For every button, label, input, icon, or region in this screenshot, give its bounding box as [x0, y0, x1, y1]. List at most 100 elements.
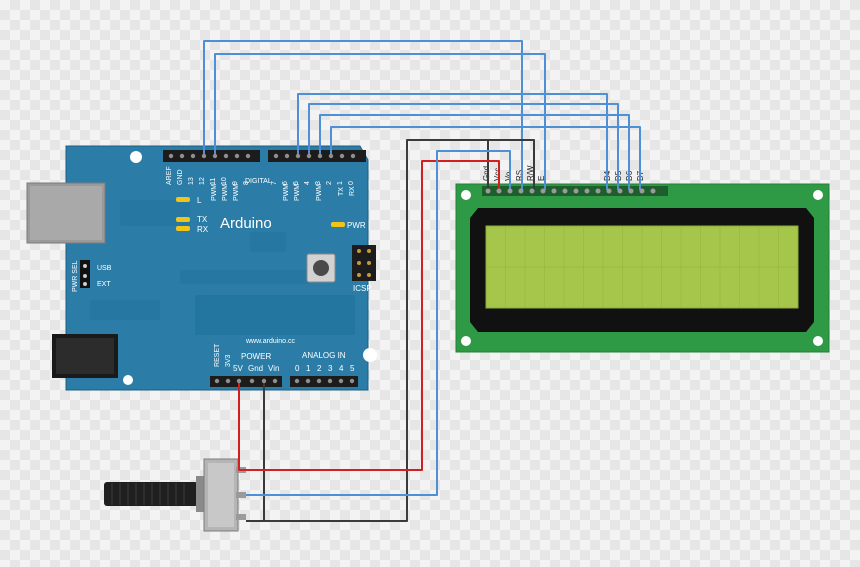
lcd-module: Gnd Vcc Vo RS R/W E D4 D5 D6 D7: [455, 165, 830, 353]
analog-pin-3: 3: [328, 364, 333, 373]
pin-9[interactable]: [234, 153, 240, 159]
pin-4[interactable]: [306, 153, 312, 159]
power-header-title: POWER: [241, 352, 271, 361]
pin-3[interactable]: [317, 153, 323, 159]
pin-a4[interactable]: [338, 378, 344, 384]
lcd-pin-2[interactable]: [496, 188, 502, 194]
analog-pin-0: 0: [295, 364, 300, 373]
icsp-pin: [367, 261, 371, 265]
pin-10[interactable]: [223, 153, 229, 159]
pin-label-13: 13: [188, 177, 195, 185]
wire-5v-lcd: [246, 160, 500, 471]
jumper-pin: [83, 264, 87, 268]
lcd-pin-vcc: Vcc: [493, 168, 502, 181]
lcd-pin-6[interactable]: [540, 188, 546, 194]
board-trace: [250, 232, 286, 252]
wire-d4-to-d5: [308, 103, 619, 190]
pin-gnd-2[interactable]: [261, 378, 267, 384]
lcd-pin-10[interactable]: [584, 188, 590, 194]
pin-label-12: 12: [199, 177, 206, 185]
pin-gnd[interactable]: [179, 153, 185, 159]
icsp-pin: [367, 273, 371, 277]
lcd-pin-13[interactable]: [617, 188, 623, 194]
board-trace: [90, 300, 160, 320]
reset-button-cap[interactable]: [313, 260, 329, 276]
pin-2[interactable]: [328, 153, 334, 159]
pin-a2[interactable]: [316, 378, 322, 384]
pin-5[interactable]: [295, 153, 301, 159]
pin-a0[interactable]: [294, 378, 300, 384]
power-pin-5v: 5V: [233, 364, 243, 373]
led-rx-label: RX: [197, 225, 209, 234]
power-select-ext: EXT: [97, 281, 111, 288]
lcd-pin-rw: R/W: [526, 165, 535, 181]
pin-label-0: 0: [348, 181, 355, 185]
pin-11[interactable]: [212, 153, 218, 159]
lcd-pin-4[interactable]: [518, 188, 524, 194]
pin-6[interactable]: [284, 153, 290, 159]
pin-aref[interactable]: [168, 153, 174, 159]
pwm-label-10: PWM: [222, 184, 229, 201]
lcd-pin-e: E: [537, 176, 546, 181]
wire-gnd-lcd: [246, 139, 489, 522]
led-pwr-icon: [331, 222, 345, 227]
arduino-url: www.arduino.cc: [245, 338, 296, 345]
pin-1[interactable]: [339, 153, 345, 159]
power-pin-reset: RESET: [214, 343, 221, 367]
power-select-title: PWR SEL: [72, 260, 79, 292]
pin-vin[interactable]: [272, 378, 278, 384]
icsp-pin: [357, 261, 361, 265]
pin-label-gnd: GND: [177, 169, 184, 185]
pin-5v[interactable]: [236, 378, 242, 384]
pin-13[interactable]: [190, 153, 196, 159]
mounting-hole: [130, 151, 142, 163]
mounting-hole: [363, 348, 377, 362]
potentiometer-bushing: [196, 476, 206, 512]
lcd-pin-3[interactable]: [507, 188, 513, 194]
pin-a3[interactable]: [327, 378, 333, 384]
digital-header-left: [163, 150, 260, 162]
wire-gnd-lcd-rw: [488, 139, 535, 190]
pin-label-5: 5: [293, 181, 300, 185]
pin-label-1: 1: [337, 181, 344, 185]
pin-gnd-1[interactable]: [249, 378, 255, 384]
icsp-label: ICSP: [353, 284, 372, 293]
pin-0[interactable]: [350, 153, 356, 159]
lcd-pin-16[interactable]: [650, 188, 656, 194]
lcd-pin-14[interactable]: [628, 188, 634, 194]
pin-7[interactable]: [273, 153, 279, 159]
potentiometer-face: [208, 463, 234, 527]
pin-a5[interactable]: [349, 378, 355, 384]
icsp-pin: [357, 249, 361, 253]
lcd-character-grid: [486, 226, 798, 308]
mounting-hole: [461, 190, 471, 200]
board-trace: [180, 270, 310, 284]
lcd-pin-11[interactable]: [595, 188, 601, 194]
lcd-pin-gnd: Gnd: [482, 166, 491, 181]
led-l-label: L: [197, 196, 202, 205]
icsp-pin: [367, 249, 371, 253]
lcd-pin-15[interactable]: [639, 188, 645, 194]
pwm-label-3: PWM: [316, 184, 323, 201]
digital-header-title: DIGITAL: [245, 178, 272, 185]
jumper-pin: [83, 274, 87, 278]
pin-3v3[interactable]: [225, 378, 231, 384]
lcd-pin-9[interactable]: [573, 188, 579, 194]
led-rx-icon: [176, 226, 190, 231]
lcd-pin-12[interactable]: [606, 188, 612, 194]
pin-reset[interactable]: [214, 378, 220, 384]
digital-header-right: [268, 150, 366, 162]
pin-label-10: 10: [221, 177, 228, 185]
jumper-pin: [83, 282, 87, 286]
wire-5v-arduino: [238, 382, 246, 471]
pin-label-7: 7: [271, 181, 278, 185]
pin-label-2: 2: [326, 181, 333, 185]
lcd-pin-7[interactable]: [551, 188, 557, 194]
pin-12[interactable]: [201, 153, 207, 159]
power-pin-vin: Vin: [268, 364, 279, 373]
pin-8[interactable]: [245, 153, 251, 159]
lcd-pin-8[interactable]: [562, 188, 568, 194]
pin-a1[interactable]: [305, 378, 311, 384]
lcd-pin-1[interactable]: [485, 188, 491, 194]
lcd-pin-5[interactable]: [529, 188, 535, 194]
